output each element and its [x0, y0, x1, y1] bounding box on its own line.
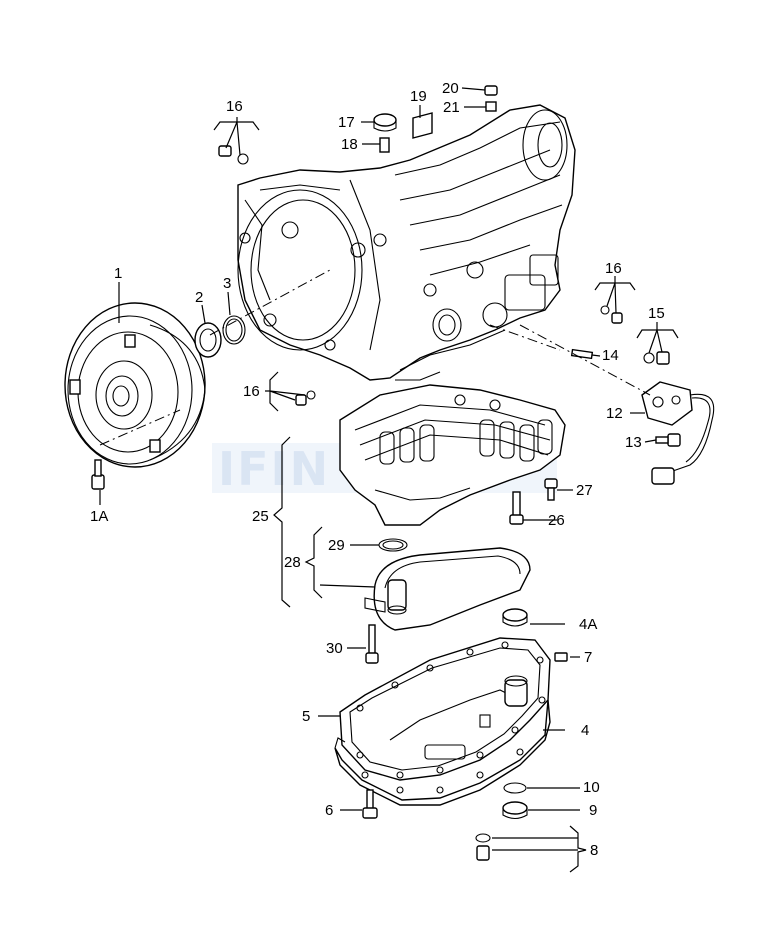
callout-4: 4: [581, 722, 589, 739]
callout-labels: 1 1A 2 3 4 4A 5 6 7 8 9 10 12 13 14 15 1…: [90, 80, 665, 859]
label-plate-19: [412, 112, 433, 139]
callout-16-right: 16: [605, 260, 622, 277]
callout-5: 5: [302, 708, 310, 725]
cap-20: [484, 85, 498, 96]
callout-2: 2: [195, 289, 203, 306]
clip-7: [554, 652, 568, 662]
bolt-15: [643, 351, 670, 365]
bolt-16-top: [218, 145, 249, 165]
watermark-text: IFIN: [218, 442, 330, 496]
callout-25: 25: [252, 508, 269, 525]
ring-10: [503, 782, 527, 794]
callout-19: 19: [410, 88, 427, 105]
transmission-housing: [237, 104, 576, 381]
callout-18: 18: [341, 136, 358, 153]
bolt-13: [655, 433, 681, 447]
callout-4A: 4A: [579, 616, 597, 633]
callout-9: 9: [589, 802, 597, 819]
plug-4A: [502, 608, 528, 627]
callout-15: 15: [648, 305, 665, 322]
breather-18: [379, 137, 390, 153]
bolt-6: [362, 789, 378, 819]
callout-3: 3: [223, 275, 231, 292]
callout-21: 21: [443, 99, 460, 116]
oil-pan: [334, 699, 551, 806]
o-ring-3: [222, 315, 246, 345]
callout-6: 6: [325, 802, 333, 819]
plug-9: [502, 801, 528, 820]
callout-1: 1: [114, 265, 122, 282]
bolt-16-left: [295, 390, 316, 406]
pin-14: [570, 348, 594, 360]
leader-lines: [99, 87, 679, 873]
callout-7: 7: [584, 649, 592, 666]
drain-plug-8: [475, 833, 491, 861]
callout-28: 28: [284, 554, 301, 571]
valve-body: [339, 384, 566, 526]
callout-13: 13: [625, 434, 642, 451]
callout-1A: 1A: [90, 508, 108, 525]
plug-17: [373, 113, 397, 132]
callout-27: 27: [576, 482, 593, 499]
bolt-16-right: [600, 305, 623, 324]
callout-16-top: 16: [226, 98, 243, 115]
callout-30: 30: [326, 640, 343, 657]
callout-29: 29: [328, 537, 345, 554]
callout-20: 20: [442, 80, 459, 97]
bolt-26: [509, 491, 524, 525]
torque-converter: [64, 302, 206, 468]
oil-filter: [364, 547, 531, 631]
callout-8: 8: [590, 842, 598, 859]
callout-17: 17: [338, 114, 355, 131]
callout-14: 14: [602, 347, 619, 364]
o-ring-29: [378, 538, 408, 552]
callout-26: 26: [548, 512, 565, 529]
seal-21: [485, 101, 497, 112]
bolt-27: [544, 478, 558, 501]
oil-pan-gasket: [339, 637, 551, 781]
callout-16-left: 16: [243, 383, 260, 400]
bolt-1A: [91, 459, 105, 490]
bolt-30: [365, 624, 379, 664]
callout-12: 12: [606, 405, 623, 422]
sensor-12: [641, 381, 715, 485]
seal-2: [194, 322, 222, 358]
callout-10: 10: [583, 779, 600, 796]
